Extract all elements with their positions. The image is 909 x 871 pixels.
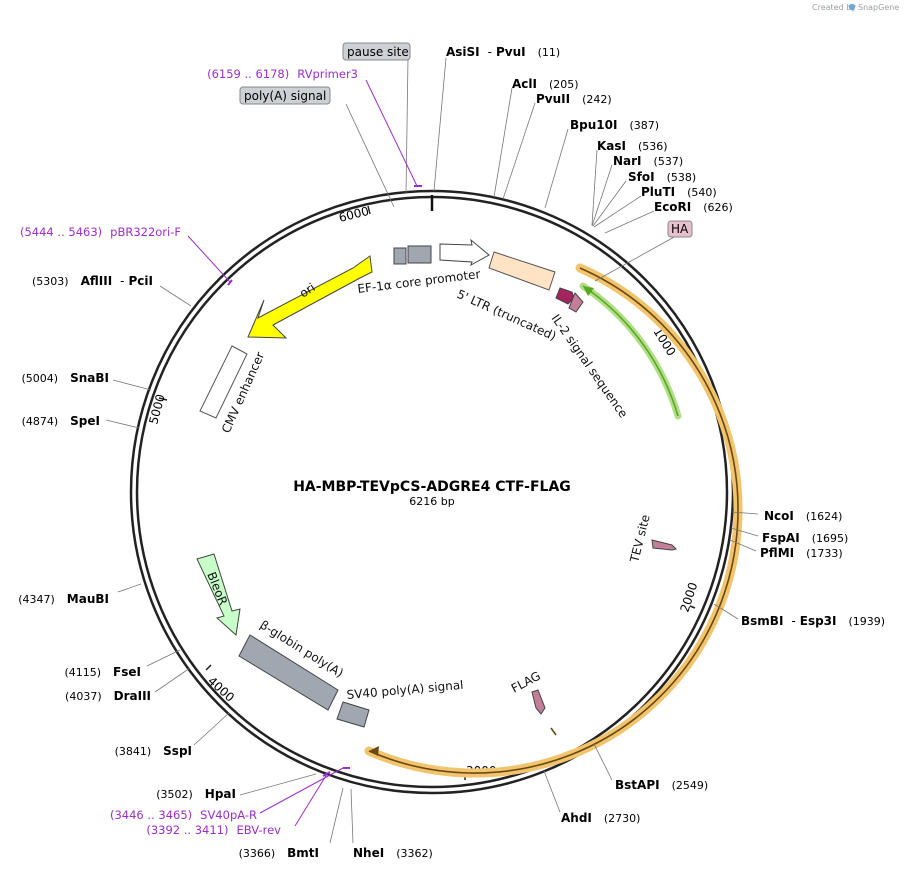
feature-label-bleor: BleoR <box>204 570 230 607</box>
enzyme-bstapi[interactable]: BstAPI(2549) <box>615 778 708 792</box>
orf-segment-boundary <box>550 727 557 736</box>
pause-site-box[interactable] <box>342 42 411 61</box>
enzyme-asisi-pvui[interactable]: AsiSI-PvuI(11) <box>446 45 560 59</box>
signal-arrow-head <box>583 286 594 296</box>
ltr-feature[interactable] <box>488 251 556 291</box>
feature-label-sv40: SV40 poly(A) signal <box>346 678 464 702</box>
enzyme-nhei[interactable]: NheI(3362) <box>353 846 433 860</box>
enzyme-draiii[interactable]: (4037)DraIII <box>65 689 151 703</box>
enzyme-nari[interactable]: NarI(537) <box>613 154 683 168</box>
orf-arc-line <box>368 267 739 774</box>
tev-site-feature[interactable] <box>651 539 677 551</box>
ruler-label-2000: 2000 <box>678 581 701 614</box>
feature-label-ltr: 5' LTR (truncated) <box>455 287 559 343</box>
snapgene-logo-icon <box>848 3 856 11</box>
ef1a-promoter-feature[interactable] <box>439 238 490 267</box>
enzyme-bmti[interactable]: (3366)BmtI <box>239 846 319 860</box>
ruler-tick-2000 <box>689 605 696 609</box>
beta-globin-polya-feature[interactable] <box>238 634 339 711</box>
enzyme-bsmbi-esp3i[interactable]: BsmBI-Esp3I(1939) <box>741 614 885 628</box>
signal-arc-line <box>582 285 679 417</box>
primer-sv40pa-r[interactable]: (3446 .. 3465)SV40pA-R <box>110 808 257 822</box>
ruler-tick-5000 <box>158 397 168 401</box>
pause-site-feature[interactable] <box>393 247 407 265</box>
ha-label: HA <box>671 222 689 236</box>
enzyme-pluti[interactable]: PluTI(540) <box>641 185 717 199</box>
feature-label-tev: TEV site <box>627 513 653 565</box>
enzyme-fsei[interactable]: (4115)FseI <box>64 665 141 679</box>
ruler-label-5000: 5000 <box>146 393 167 426</box>
cmv-enhancer-feature[interactable] <box>199 345 248 419</box>
ruler-label-6000: 6000 <box>337 204 370 225</box>
polya-signal-box[interactable] <box>239 86 331 105</box>
brand-text: SnapGene <box>858 3 899 12</box>
enzyme-pvuii[interactable]: PvuII(242) <box>536 92 612 106</box>
primer-ebv-rev[interactable]: (3392 .. 3411)EBV-rev <box>146 823 281 837</box>
enzyme-maubi[interactable]: (4347)MauBI <box>18 592 109 606</box>
enzyme-hpai[interactable]: (3502)HpaI <box>156 787 236 801</box>
sv40-polya-feature[interactable] <box>336 701 370 728</box>
enzyme-spei[interactable]: (4874)SpeI <box>22 414 100 428</box>
enzyme-fspai[interactable]: FspAI(1695) <box>762 531 848 545</box>
plasmid-size: 6216 bp <box>409 495 454 508</box>
ruler-tick-6000 <box>367 205 371 215</box>
enzyme-sfoi[interactable]: SfoI(538) <box>628 170 696 184</box>
enzyme-acli[interactable]: AclI(205) <box>512 77 579 91</box>
feature-label-il2: IL-2 signal sequence <box>549 312 631 421</box>
enzyme-pflmi[interactable]: PflMI(1733) <box>760 546 843 560</box>
credit-text: Created by <box>812 3 856 12</box>
enzyme-ahdi[interactable]: AhdI(2730) <box>561 811 640 825</box>
primer-pbr322ori-f[interactable]: (5444 .. 5463)pBR322ori-F <box>20 225 181 239</box>
enzyme-ecori[interactable]: EcoRI(626) <box>654 200 733 214</box>
ruler-label-4000: 4000 <box>205 674 237 705</box>
primer-leader-lines <box>187 79 422 827</box>
enzyme-snabi[interactable]: (5004)SnaBI <box>22 371 109 385</box>
bleor-feature[interactable] <box>196 553 241 636</box>
enzyme-bpu10i[interactable]: Bpu10I(387) <box>570 118 659 132</box>
ruler-tick-4000 <box>205 664 212 671</box>
plasmid-name: HA-MBP-TEVpCS-ADGRE4 CTF-FLAG <box>293 479 571 495</box>
ha-tag-feature[interactable] <box>555 287 575 305</box>
orf-arc-highlight <box>364 263 743 778</box>
primer-rvprimer3[interactable]: (6159 .. 6178)RVprimer3 <box>207 67 358 81</box>
il2-signal-feature[interactable] <box>568 292 584 313</box>
polya-signal-feature[interactable] <box>407 245 432 264</box>
pause-site-label: pause site <box>347 45 409 59</box>
enzyme-afliii-pcii[interactable]: (5303)AflIII-PciI <box>32 274 153 288</box>
polya-signal-label: poly(A) signal <box>244 89 326 103</box>
enzyme-leader-lines <box>105 57 759 844</box>
enzyme-ncoi[interactable]: NcoI(1624) <box>764 509 842 523</box>
enzyme-sspi[interactable]: (3841)SspI <box>115 744 192 758</box>
ha-box[interactable] <box>667 220 693 238</box>
orf-arrow-head <box>369 746 379 756</box>
ori-feature[interactable] <box>247 255 373 339</box>
enzyme-kasi[interactable]: KasI(536) <box>597 139 668 153</box>
flag-tag-feature[interactable] <box>531 689 546 715</box>
